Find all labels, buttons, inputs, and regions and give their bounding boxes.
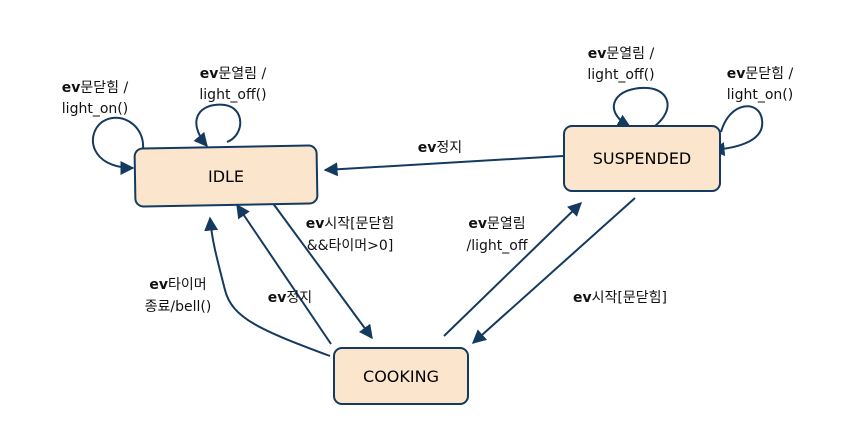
label-idle-close-self: ev문닫힘 /	[62, 80, 129, 96]
edge-susp-close-self	[710, 105, 764, 157]
edge-cooking-to-idle-timer	[204, 216, 331, 357]
edge-susp-to-cooking	[471, 197, 636, 344]
edge-cooking-to-susp	[443, 202, 583, 337]
label-idle-open-self-action: light_off()	[199, 87, 266, 103]
label-cooking-to-idle-stop: ev정지	[268, 290, 312, 306]
edge-cooking-to-idle-stop	[236, 203, 332, 345]
state-suspended-label: SUSPENDED	[593, 149, 692, 168]
label-susp-to-cooking: ev시작[문닫힘]	[573, 290, 667, 306]
label-idle-open-self: ev문열림 /	[200, 66, 267, 82]
label-susp-to-idle: ev정지	[418, 140, 462, 156]
state-cooking: COOKING	[333, 347, 469, 405]
edge-idle-close-self	[92, 116, 145, 175]
edge-idle-to-cooking	[271, 201, 373, 340]
edge-susp-open-self	[612, 86, 669, 128]
state-idle-label: IDLE	[208, 167, 244, 186]
label-cooking-to-idle-timer: ev타이머	[149, 277, 206, 293]
label-susp-open-self: ev문열림 /	[588, 46, 655, 62]
edge-susp-to-idle	[323, 155, 564, 177]
label-idle-to-cooking-guard: &&타이머>0]	[307, 238, 394, 254]
label-idle-to-cooking: ev시작[문닫힘	[306, 216, 395, 232]
label-susp-close-self: ev문닫힘 /	[727, 66, 794, 82]
label-susp-open-self-action: light_off()	[587, 67, 654, 83]
state-cooking-label: COOKING	[363, 367, 439, 386]
state-idle: IDLE	[133, 144, 319, 208]
label-cooking-to-idle-timer-action: 종료/bell()	[145, 299, 212, 315]
label-cooking-to-susp: ev문열림	[468, 216, 525, 232]
label-susp-close-self-action: light_on()	[727, 87, 793, 103]
state-suspended: SUSPENDED	[563, 125, 721, 192]
edge-idle-open-self	[193, 103, 242, 148]
label-idle-close-self-action: light_on()	[62, 101, 128, 117]
label-cooking-to-susp-action: /light_off	[467, 238, 528, 254]
